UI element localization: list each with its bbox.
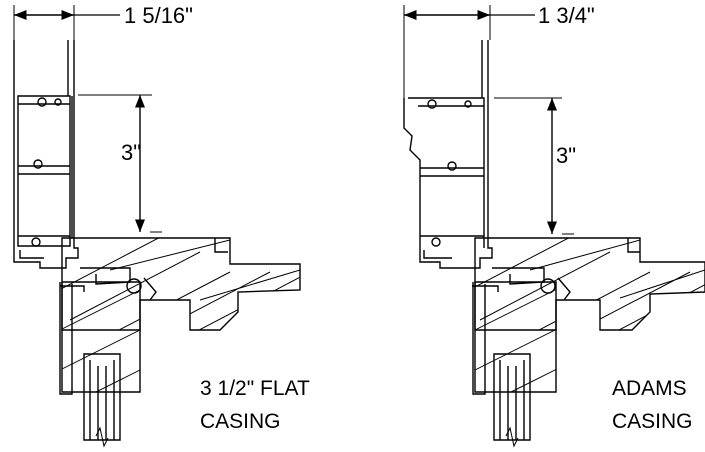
left-width-label: 1 5/16" (124, 3, 193, 28)
right-sash-frame (403, 40, 493, 269)
left-hardware (60, 267, 157, 301)
right-glazing-unit (493, 353, 531, 448)
right-width-dimension (403, 5, 535, 98)
right-section-detail (403, 5, 705, 448)
left-glazing-unit (83, 353, 121, 448)
left-height-dimension (78, 94, 162, 233)
left-width-dimension (13, 5, 120, 95)
left-caption-line-1: 3 1/2" FLAT (200, 377, 310, 400)
right-hardware (472, 267, 571, 301)
right-height-dimension (494, 97, 574, 235)
right-casing-block (472, 281, 557, 395)
left-casing-block (59, 281, 141, 395)
left-caption-line-2: CASING (200, 410, 281, 433)
right-height-label: 3" (556, 143, 576, 168)
left-sash-frame (13, 40, 79, 269)
right-caption-line-1: ADAMS (612, 377, 687, 400)
right-width-label: 1 3/4" (538, 3, 595, 28)
left-height-label: 3" (121, 140, 141, 165)
right-caption-line-2: CASING (612, 410, 693, 433)
